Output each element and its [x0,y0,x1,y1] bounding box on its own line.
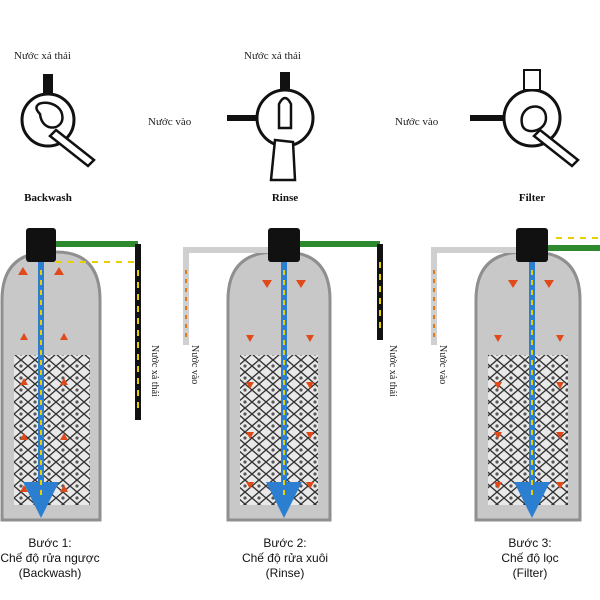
valve-icon [227,72,315,182]
filter-tank [0,250,102,522]
valve-icon [470,69,580,168]
panel-filter [431,69,600,522]
panel-rinse [183,72,383,522]
valve-left-label: Nước vào [148,116,192,128]
drain-label: Nước xả thải [149,345,160,397]
filter-tank [474,250,582,522]
step-caption: Bước 1: Chế độ rửa ngược (Backwash) [0,536,130,581]
valve-head [268,228,300,262]
valve-head [516,228,548,262]
panel-backwash [0,74,141,522]
flow-arrows [18,267,68,492]
step-caption: Bước 2: Chế độ rửa xuôi (Rinse) [205,536,365,581]
step-mode: Chế độ lọc [501,551,559,565]
inlet-label: Nước vào [437,345,448,385]
step-mode: Chế độ rửa ngược [0,551,100,565]
flow-arrows [494,280,564,489]
step-mode-en: (Filter) [512,566,548,580]
filter-tank [226,250,332,522]
valve-head [26,228,56,262]
inlet-pipe-grey [431,247,516,345]
flow-arrows [246,280,314,489]
drain-label: Nước xả thải [387,345,398,397]
inlet-label: Nước vào [189,345,200,385]
valve-top-label: Nước xả thải [244,50,301,62]
step-mode-en: (Rinse) [265,566,305,580]
step-number: Bước 3: [508,536,552,550]
step-caption: Bước 3: Chế độ lọc (Filter) [450,536,600,581]
step-mode-en: (Backwash) [18,566,82,580]
valve-icon [20,74,96,168]
step-number: Bước 1: [28,536,72,550]
mode-name: Rinse [271,192,299,204]
valve-top-label: Nước xả thải [14,50,71,62]
step-mode: Chế độ rửa xuôi [241,551,329,565]
mode-name: Filter [518,192,546,204]
mode-name: Backwash [24,192,72,204]
inlet-pipe-grey [183,247,268,345]
step-number: Bước 2: [263,536,307,550]
valve-left-label: Nước vào [395,116,439,128]
